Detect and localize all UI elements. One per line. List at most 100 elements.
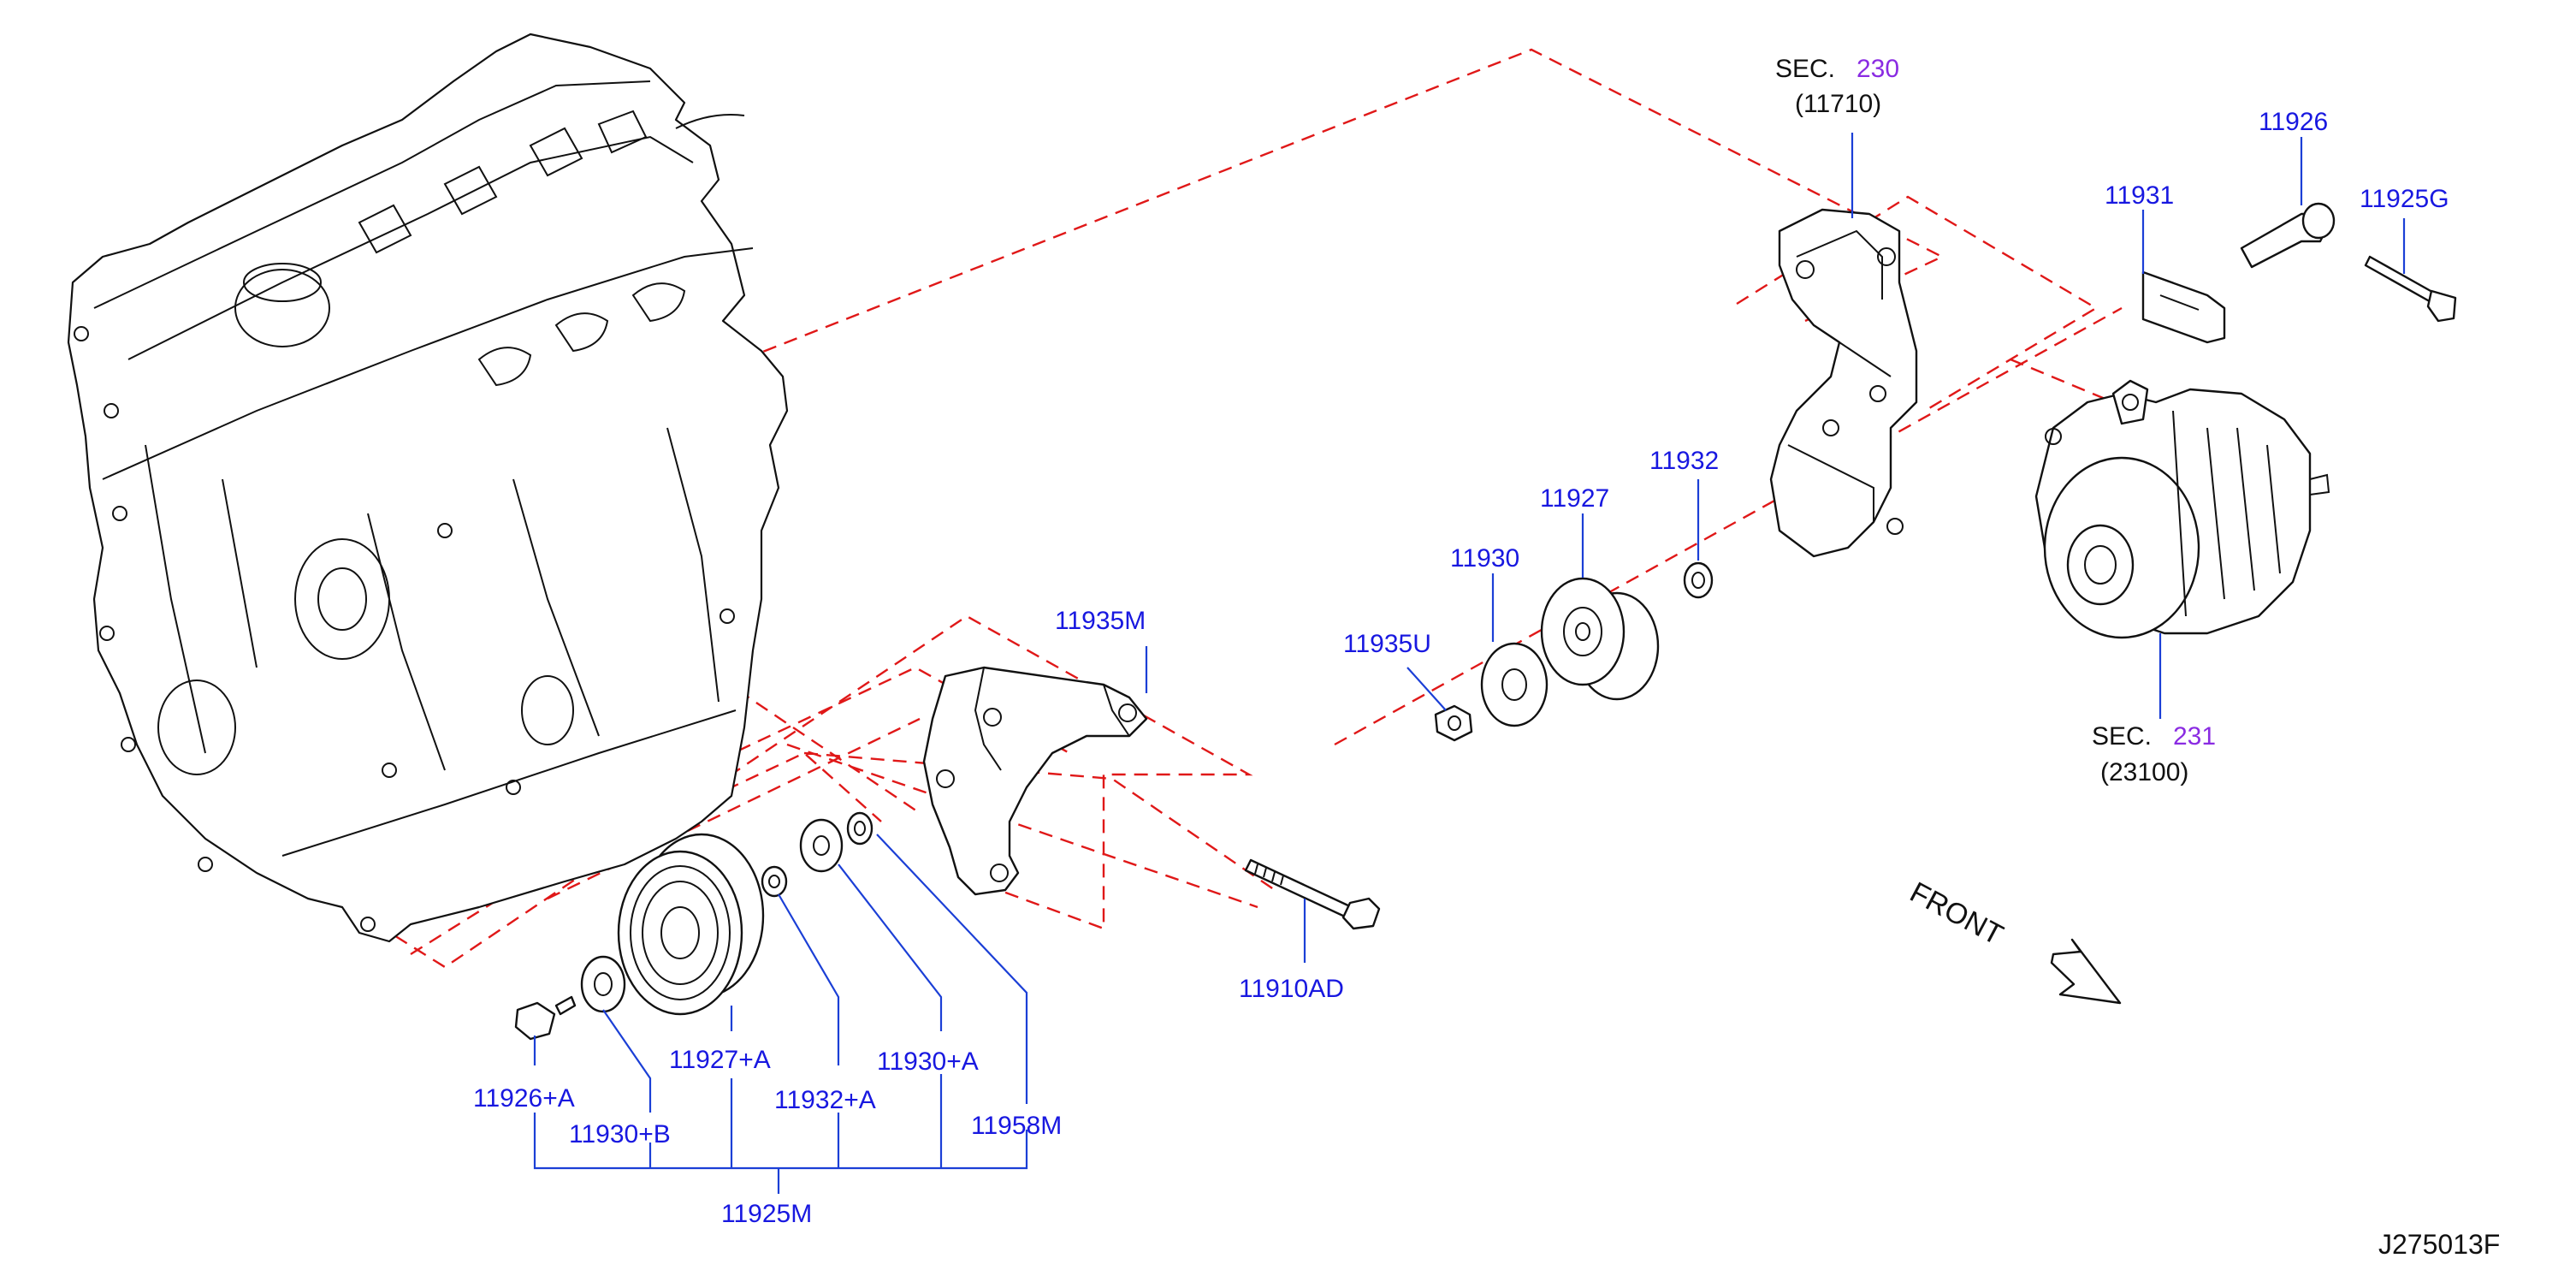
upper-bracket-hole-3 xyxy=(1869,385,1886,402)
lower-bracket-hole-3 xyxy=(936,769,955,788)
upper-bracket-hole-2 xyxy=(1877,247,1896,266)
alternator-lower-hole xyxy=(2045,428,2062,445)
sump-line xyxy=(281,709,737,857)
spacer-11958M-hole xyxy=(854,821,866,836)
water-pump-hub xyxy=(317,567,367,631)
spacer-11932-A xyxy=(761,865,788,898)
head-gasket-line xyxy=(102,247,754,480)
spacer-11932 xyxy=(1683,561,1714,599)
leader-lines xyxy=(533,133,2406,1194)
front-arrow-icon xyxy=(2050,938,2122,1005)
alternator-link-dash xyxy=(2010,358,2114,404)
water-pump-boss xyxy=(294,538,390,660)
part-labels: 11926 11931 11925G 11932 11927 11930 119… xyxy=(473,108,2449,1228)
part-label-11925G: 11925G xyxy=(2360,185,2449,213)
part-label-11930-B: 11930+B xyxy=(569,1120,671,1148)
upper-bracket-body xyxy=(1769,208,1918,558)
alternator-vent-ribs xyxy=(2172,410,2281,617)
part-label-11935M: 11935M xyxy=(1055,607,1146,635)
front-indicator: FRONT xyxy=(1904,876,2122,1005)
lower-boss xyxy=(521,675,574,745)
part-label-11930: 11930 xyxy=(1450,544,1519,573)
bolt-axis-dash xyxy=(786,743,1258,909)
upper-idler-bracket xyxy=(1769,208,1918,558)
alternator-pulley-hub xyxy=(2084,545,2117,585)
leader-11935U xyxy=(1406,667,1447,711)
timing-cover-boss xyxy=(157,680,236,775)
leader-11930-A xyxy=(838,863,943,1031)
long-bolt-head xyxy=(1341,897,1381,930)
leader-11932-A xyxy=(778,893,840,1065)
alternator-pulley xyxy=(2066,524,2135,606)
bolt-11926-A xyxy=(554,995,577,1016)
long-bolt-shank xyxy=(1244,858,1353,919)
alternator-terminal xyxy=(2309,473,2330,496)
front-label: FRONT xyxy=(1904,876,2008,952)
part-label-11925M: 11925M xyxy=(721,1200,812,1228)
leader-11925M-group xyxy=(533,1074,1028,1194)
lower-pulley-axis-dash xyxy=(410,751,1276,956)
breather-hose xyxy=(675,114,745,129)
intake-ports xyxy=(477,282,686,387)
upper-idler-pulley-assembly xyxy=(1434,561,1714,742)
washer-11930-hole xyxy=(1501,668,1527,701)
block-side-ribs xyxy=(145,427,720,771)
leader-11930-B xyxy=(602,1009,652,1113)
upper-bracket-hole-5 xyxy=(1886,518,1904,535)
engine-block xyxy=(67,33,789,943)
part-label-11926: 11926 xyxy=(2259,108,2328,136)
sec231-code: (23100) xyxy=(2100,758,2188,786)
long-bolt-thread xyxy=(1254,863,1284,886)
pulley-11927-A xyxy=(617,850,743,1016)
bolt-11926-A-head xyxy=(514,1001,556,1041)
section-ref-230: SEC. 230 (11710) xyxy=(1775,55,1899,118)
washer-11930-B-hole xyxy=(594,972,613,996)
block-bolts xyxy=(74,326,735,932)
leader-11958M xyxy=(876,834,1028,1104)
lower-idler-pulley-assembly xyxy=(514,811,873,1041)
part-label-11927: 11927 xyxy=(1540,484,1609,513)
adjusting-plate-and-bolts xyxy=(2141,202,2457,344)
upper-bracket-hole-4 xyxy=(1822,419,1839,436)
lower-bracket-edge xyxy=(974,667,1130,771)
upper-bracket-hole-1 xyxy=(1796,260,1815,279)
part-label-11931: 11931 xyxy=(2105,181,2174,210)
pulley-11927-A-hub xyxy=(660,906,700,959)
cam-cover-bosses xyxy=(358,110,648,254)
washer-11930-A xyxy=(799,818,844,873)
sec230-number: 230 xyxy=(1856,55,1899,83)
washer-11930 xyxy=(1480,642,1549,727)
part-label-11932-A: 11932+A xyxy=(774,1086,876,1114)
part-label-11932: 11932 xyxy=(1649,447,1719,475)
sec231-number: 231 xyxy=(2173,722,2216,751)
part-label-11935U: 11935U xyxy=(1343,630,1431,658)
part-label-11927-A: 11927+A xyxy=(669,1046,771,1074)
pulley-axis-dash xyxy=(1334,306,2123,746)
alternator-mount-ear xyxy=(2111,379,2149,425)
oil-filler-cap-top xyxy=(243,263,322,302)
spacer-11932-hole xyxy=(1691,572,1705,589)
lower-bracket-body xyxy=(922,666,1148,896)
washer-11930-A-hole xyxy=(813,835,830,856)
washer-11930-B xyxy=(580,955,626,1013)
idler-pulley-11927-hub xyxy=(1575,622,1590,641)
nut-11935U-hole xyxy=(1448,715,1461,731)
valve-cover-ridge xyxy=(93,80,694,360)
sec231-prefix: SEC. xyxy=(2092,722,2152,751)
idler-pulley-11927-bearing xyxy=(1563,607,1602,656)
lower-bracket-hole-1 xyxy=(983,708,1002,727)
upper-bracket-edge xyxy=(1787,229,1892,522)
nut-11935U xyxy=(1434,704,1473,742)
lock-bolt-11925G xyxy=(2364,255,2440,306)
lower-bracket-hole-2 xyxy=(1118,703,1137,722)
idler-pulley-11927 xyxy=(1540,577,1626,686)
lock-bolt-11925G-head xyxy=(2426,289,2457,323)
adjusting-plate-11931 xyxy=(2141,270,2226,344)
pulley-11927-A-groove-1 xyxy=(630,865,731,1000)
sec230-code: (11710) xyxy=(1795,90,1881,118)
part-label-11958M: 11958M xyxy=(971,1112,1062,1140)
adjusting-bolt-11926-head xyxy=(2301,202,2336,240)
spacer-11932-A-hole xyxy=(768,875,780,888)
part-label-11930-A: 11930+A xyxy=(877,1047,979,1076)
